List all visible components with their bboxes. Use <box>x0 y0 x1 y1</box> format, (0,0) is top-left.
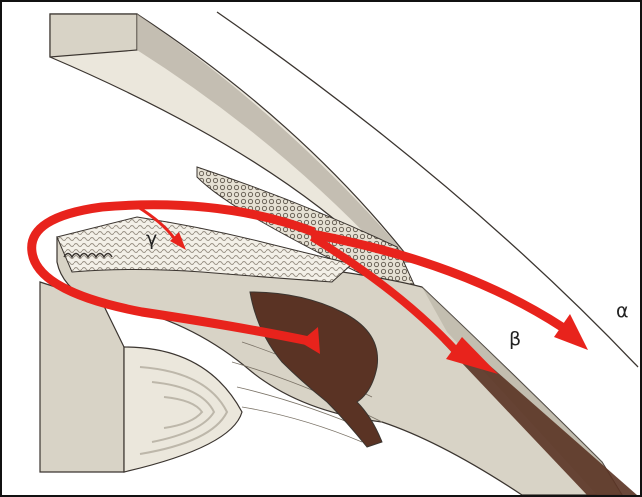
label-beta: β <box>509 328 521 350</box>
label-alpha: α <box>616 300 629 322</box>
label-gamma: γ <box>146 228 157 250</box>
arrow-alpha-head <box>554 314 588 350</box>
